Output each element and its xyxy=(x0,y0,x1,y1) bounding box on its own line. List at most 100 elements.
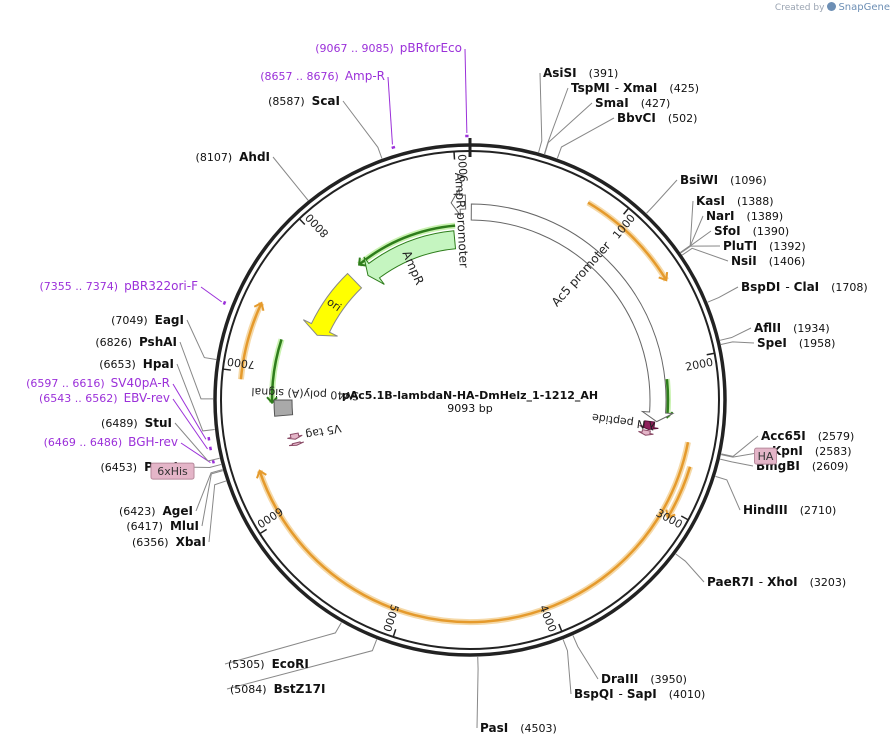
enzyme-label[interactable]: AflII(1934) xyxy=(754,321,830,335)
lambda-n-peptide-feature[interactable] xyxy=(639,420,659,430)
orf-arrowhead xyxy=(253,301,265,312)
enzyme-label[interactable]: (6356)XbaI xyxy=(132,535,206,549)
enzyme-label[interactable]: PasI(4503) xyxy=(480,721,557,735)
enzyme-label[interactable]: (6417)MluI xyxy=(126,519,199,533)
enzyme-label[interactable]: (8107)AhdI xyxy=(196,150,270,164)
enzyme-label[interactable]: SmaI(427) xyxy=(595,96,670,110)
enzyme-label[interactable]: Acc65I(2579) xyxy=(761,429,854,443)
enzyme-label[interactable]: (6489)StuI xyxy=(101,416,172,430)
his-tag-badge-box xyxy=(150,462,195,480)
enzyme-label[interactable]: BspQI-SapI(4010) xyxy=(574,687,705,701)
orf-arc[interactable] xyxy=(258,441,690,624)
enzyme-label[interactable]: (6423)AgeI xyxy=(119,504,193,518)
tag-feature[interactable] xyxy=(288,441,305,447)
ha-tag-badge-box xyxy=(754,447,778,465)
enzyme-separator: - xyxy=(759,575,763,589)
enzyme-label[interactable]: KpnI(2583) xyxy=(772,444,851,458)
enzyme-label[interactable]: PluTI(1392) xyxy=(723,239,806,253)
enzyme-name: Acc65I xyxy=(761,429,806,443)
enzyme-name: SpeI xyxy=(757,336,787,350)
orf-arc[interactable] xyxy=(587,201,668,281)
ruler-tick xyxy=(558,623,563,632)
enzyme-label[interactable]: NsiI(1406) xyxy=(731,254,805,268)
ruler-label: 6000 xyxy=(255,504,286,530)
enzyme-name: SfoI xyxy=(714,224,741,238)
enzyme-label[interactable]: (6826)PshAI xyxy=(95,335,177,349)
primer-name: EBV-rev xyxy=(124,391,170,405)
orf-arrowhead xyxy=(658,271,669,282)
primer-bind-site[interactable] xyxy=(207,436,211,441)
primer-range: (8657 .. 8676) xyxy=(260,70,339,83)
sv40-polya-box[interactable] xyxy=(273,399,294,417)
enzyme-label[interactable]: SfoI(1390) xyxy=(714,224,789,238)
orf-arc[interactable] xyxy=(666,466,692,519)
enzyme-label[interactable]: DraIII(3950) xyxy=(601,672,687,686)
enzyme-label[interactable]: TspMI-XmaI(425) xyxy=(571,81,699,95)
primer-bind-site[interactable] xyxy=(208,446,213,451)
enzyme-name: PasI xyxy=(480,721,508,735)
enzyme-label[interactable]: BspDI-ClaI(1708) xyxy=(741,280,868,294)
green-orf-arc[interactable] xyxy=(270,339,283,403)
enzyme-leader xyxy=(721,435,759,457)
enzyme-separator: - xyxy=(615,81,619,95)
ha-tag-badge[interactable]: HA xyxy=(754,447,778,465)
enzyme-label[interactable]: BsiWI(1096) xyxy=(680,173,767,187)
ampr-arrow[interactable] xyxy=(363,230,457,285)
ori-arrow[interactable] xyxy=(302,272,363,337)
enzyme-label[interactable]: (8587)ScaI xyxy=(268,94,340,108)
enzyme-label[interactable]: BbvCI(502) xyxy=(617,111,697,125)
enzyme-leader xyxy=(556,117,615,159)
primer-label[interactable]: (7355 .. 7374)pBR322ori-F xyxy=(40,279,199,293)
primer-leader xyxy=(180,442,211,463)
primer-leader xyxy=(387,76,393,145)
enzyme-leader xyxy=(342,100,383,159)
primer-bind-site[interactable] xyxy=(222,300,227,306)
enzyme-leader xyxy=(174,422,220,462)
promoter-arrow[interactable] xyxy=(470,203,675,423)
enzyme-label[interactable]: PaeR7I-XhoI(3203) xyxy=(707,575,846,589)
tag-feature[interactable] xyxy=(638,429,654,436)
enzyme-leader xyxy=(681,247,729,262)
primer-label[interactable]: (9067 .. 9085)pBRforEco xyxy=(315,41,462,55)
green-orf-arc[interactable] xyxy=(665,378,670,418)
ruler-label: 9000 xyxy=(456,154,471,183)
enzyme-label[interactable]: (7049)EagI xyxy=(111,313,184,327)
enzyme-leader xyxy=(707,286,739,303)
orf-arc[interactable] xyxy=(239,302,263,380)
his-tag-badge[interactable]: 6xHis xyxy=(150,462,195,480)
enzyme-label[interactable]: BmgBI(2609) xyxy=(756,459,848,473)
enzyme-label[interactable]: (6653)HpaI xyxy=(99,357,174,371)
enzyme-label[interactable]: HindIII(2710) xyxy=(743,503,836,517)
enzyme-position: (5084) xyxy=(230,683,267,696)
primer-label[interactable]: (6469 .. 6486)BGH-rev xyxy=(44,435,178,449)
enzyme-position: (8107) xyxy=(196,151,233,164)
primer-name: BGH-rev xyxy=(128,435,178,449)
primer-label[interactable]: (6597 .. 6616)SV40pA-R xyxy=(26,376,170,390)
primer-range: (9067 .. 9085) xyxy=(315,42,394,55)
primer-name: Amp-R xyxy=(345,69,385,83)
enzyme-name: EcoRI xyxy=(272,657,309,671)
enzyme-label[interactable]: AsiSI(391) xyxy=(543,66,618,80)
ruler-tick xyxy=(680,515,689,521)
enzyme-label[interactable]: KasI(1388) xyxy=(696,194,774,208)
primer-label[interactable]: (8657 .. 8676) Amp-R xyxy=(260,69,385,83)
enzyme-position: (8587) xyxy=(268,95,305,108)
primer-label[interactable]: (6543 .. 6562)EBV-rev xyxy=(39,391,170,405)
snapgene-logo-icon xyxy=(827,2,837,11)
enzyme-name: NarI xyxy=(706,209,735,223)
enzyme-label[interactable]: NarI(1389) xyxy=(706,209,783,223)
enzyme-label[interactable]: SpeI(1958) xyxy=(757,336,835,350)
enzyme-leader xyxy=(224,622,342,665)
enzyme-position: (502) xyxy=(668,112,698,125)
primer-bind-site[interactable] xyxy=(391,145,396,150)
enzyme-label[interactable]: (5084)BstZ17I xyxy=(230,682,325,696)
primer-bind-site[interactable] xyxy=(211,460,215,464)
enzyme-label[interactable]: (5305)EcoRI xyxy=(228,657,309,671)
green-orf-arc[interactable] xyxy=(358,224,456,266)
promoter-arrow[interactable] xyxy=(450,187,467,218)
tag-feature[interactable] xyxy=(287,432,303,440)
enzyme-name-secondary: XhoI xyxy=(767,575,798,589)
sv40-polya-label: SV40 poly(A) signal xyxy=(251,385,359,402)
ha-tag-badge-text: HA xyxy=(758,450,774,463)
